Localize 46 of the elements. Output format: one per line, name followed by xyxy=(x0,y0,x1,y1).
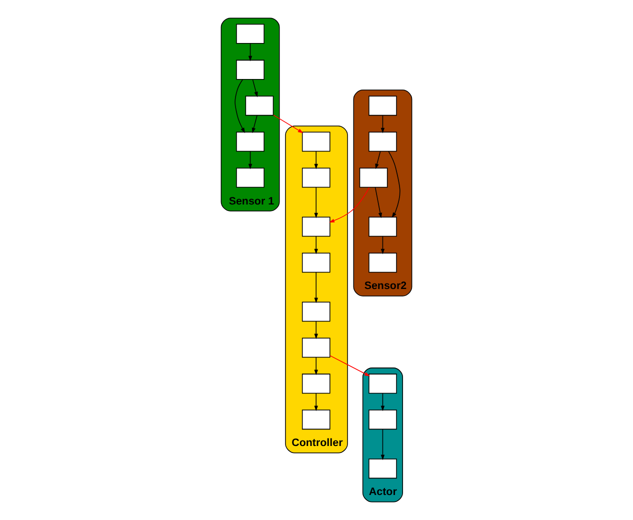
arrow xyxy=(374,187,382,218)
arrow xyxy=(252,115,258,134)
arrow xyxy=(388,150,400,218)
node-box xyxy=(302,252,330,273)
node-box xyxy=(368,216,397,237)
node-box xyxy=(368,374,397,394)
node-box xyxy=(368,252,397,273)
node-box xyxy=(368,458,397,479)
arrow xyxy=(273,114,304,134)
node-box xyxy=(236,24,264,44)
node-box xyxy=(236,168,264,188)
node-box xyxy=(359,168,388,188)
arrow xyxy=(380,428,385,460)
node-box xyxy=(302,132,330,152)
arrow xyxy=(314,357,318,376)
node-box xyxy=(302,302,330,322)
arrow xyxy=(314,393,318,412)
node-box xyxy=(302,216,330,237)
arrow xyxy=(329,187,370,222)
arrow xyxy=(314,272,318,304)
arrow xyxy=(380,236,385,254)
cluster: Controller xyxy=(285,126,348,454)
arrow xyxy=(234,79,246,134)
cluster: Sensor 1 xyxy=(220,18,280,212)
arrow xyxy=(314,236,318,254)
arrow xyxy=(252,79,258,98)
node-box xyxy=(302,410,330,430)
node-box xyxy=(368,132,397,152)
arrow xyxy=(314,321,318,340)
arrow xyxy=(314,151,318,170)
node-box xyxy=(368,96,397,116)
arrow xyxy=(314,187,318,218)
node-box xyxy=(302,374,330,394)
node-box xyxy=(236,60,264,80)
node-box xyxy=(236,132,264,152)
arrow xyxy=(375,151,381,170)
arrow xyxy=(330,355,370,376)
node-box xyxy=(245,96,274,116)
cluster: Sensor2 xyxy=(353,90,412,296)
node-box xyxy=(368,410,397,430)
node-box xyxy=(302,168,330,188)
arrow xyxy=(248,43,252,62)
arrow xyxy=(248,151,252,170)
arrow xyxy=(380,393,385,412)
node-box xyxy=(302,338,330,358)
arrow xyxy=(380,115,385,134)
